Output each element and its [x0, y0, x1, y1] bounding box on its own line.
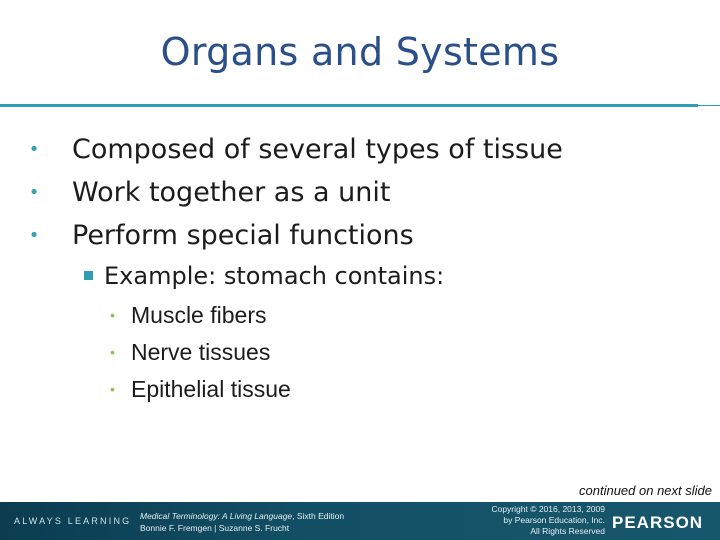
book-credit: Medical Terminology: A Living Language, … [140, 510, 344, 534]
green-dot-icon: • [110, 307, 115, 323]
bullet-item: • Work together as a unit [24, 173, 563, 216]
book-authors: Bonnie F. Fremgen | Suzanne S. Frucht [140, 523, 290, 533]
copyright-block: Copyright © 2016, 2013, 2009 by Pearson … [440, 504, 605, 537]
bullet-list-level3: • Muscle fibers • Nerve tissues • Epithe… [110, 297, 291, 408]
bullet-dot-icon: • [28, 139, 40, 160]
title-divider-tip [698, 105, 720, 106]
sub-sub-bullet-text: Muscle fibers [131, 302, 267, 328]
copyright-line: Copyright © 2016, 2013, 2009 [491, 504, 605, 514]
copyright-line: by Pearson Education, Inc. [503, 515, 605, 525]
slide-footer: ALWAYS LEARNING Medical Terminology: A L… [0, 502, 720, 540]
sub-bullet-item: Example: stomach contains: [84, 256, 444, 296]
bullet-text: Perform special functions [72, 220, 414, 251]
green-dot-icon: • [110, 344, 115, 360]
book-title-line: Medical Terminology: A Living Language, … [140, 510, 344, 522]
bullet-text: Work together as a unit [72, 177, 391, 208]
bullet-item: • Perform special functions [24, 216, 563, 259]
bullet-dot-icon: • [28, 225, 40, 246]
sub-sub-bullet-text: Epithelial tissue [131, 376, 291, 402]
bullet-item: • Composed of several types of tissue [24, 130, 563, 173]
sub-sub-bullet-text: Nerve tissues [131, 339, 271, 365]
sub-sub-bullet-item: • Muscle fibers [110, 297, 291, 334]
copyright-line: All Rights Reserved [530, 526, 605, 536]
bullet-text: Composed of several types of tissue [72, 134, 563, 165]
bullet-dot-icon: • [28, 182, 40, 203]
title-divider [0, 104, 698, 107]
book-edition: , Sixth Edition [292, 511, 345, 521]
square-bullet-icon [84, 271, 93, 280]
green-dot-icon: • [110, 381, 115, 397]
always-learning-label: ALWAYS LEARNING [14, 516, 132, 526]
pearson-logo: PEARSON [612, 513, 704, 532]
continued-note: continued on next slide [579, 483, 712, 498]
bullet-list-level1: • Composed of several types of tissue • … [24, 130, 563, 259]
sub-sub-bullet-item: • Epithelial tissue [110, 371, 291, 408]
sub-sub-bullet-item: • Nerve tissues [110, 334, 291, 371]
slide-title: Organs and Systems [160, 30, 560, 74]
book-title: Medical Terminology: A Living Language [140, 511, 293, 521]
sub-bullet-text: Example: stomach contains: [104, 262, 445, 290]
